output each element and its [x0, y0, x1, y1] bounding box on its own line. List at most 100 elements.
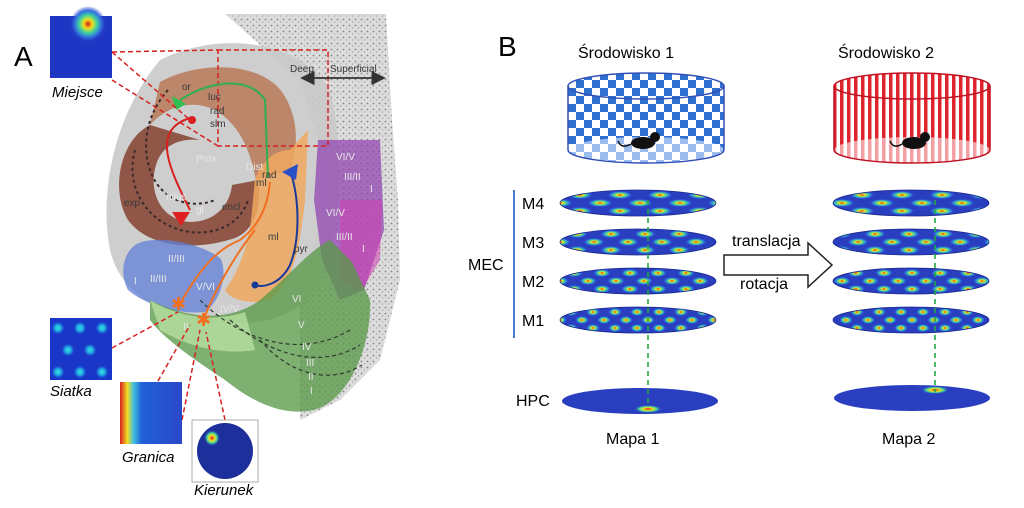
grid-field [1000, 230, 1022, 238]
label-rad2: rad [262, 170, 276, 181]
grid-field [600, 245, 622, 255]
grid-field [621, 268, 639, 278]
grid-field [727, 191, 753, 199]
grid-field [861, 276, 879, 286]
grid-field [647, 190, 673, 200]
grid-field [833, 198, 855, 208]
grid-field [593, 284, 611, 294]
label-iv-v: IV/V [220, 304, 239, 315]
grid-field [966, 229, 988, 239]
grid-field [706, 315, 716, 325]
label-prox: Prox [196, 154, 217, 165]
grid-field [727, 207, 753, 215]
grid-field [881, 237, 903, 247]
grid-field [618, 315, 634, 325]
environment-1-arena [567, 72, 725, 164]
label-pyr: pyr [294, 244, 309, 255]
grid-field [833, 284, 837, 294]
grid-field [560, 276, 569, 286]
env1-title: Środowisko 1 [578, 43, 674, 62]
label-iii-ii-1: III/II [344, 172, 361, 183]
grid-field [929, 190, 955, 200]
stellate-cell-icon-1: ✱ [171, 294, 186, 315]
grid-field [893, 307, 909, 317]
grid-field [729, 316, 743, 324]
label-i-4: I [310, 386, 313, 397]
grid-field [889, 206, 915, 216]
module-label-m4: M4 [522, 196, 544, 213]
grid-field [889, 190, 915, 200]
grid-field [1000, 246, 1022, 254]
grid-field [596, 315, 612, 325]
grid-field [833, 190, 835, 200]
environment-2-arena [833, 72, 991, 164]
grid-map-disc [559, 228, 717, 256]
grid-field [651, 307, 667, 317]
grid-field [574, 315, 590, 325]
grid-field [649, 284, 667, 294]
stellate-cell-icon-2: ✱ [196, 310, 211, 331]
medial-entorhinal-region [150, 240, 371, 412]
env1-grid-maps [559, 189, 754, 334]
label-iv: IV [302, 342, 312, 353]
grid-field [932, 229, 954, 239]
panel-a-letter: A [14, 41, 33, 72]
label-iii-ii-2: III/II [336, 232, 353, 243]
grid-field [945, 276, 963, 286]
label-rad: rad [210, 106, 224, 117]
label-ii: II [308, 372, 314, 383]
grid-field [931, 284, 949, 294]
grid-field [649, 268, 667, 278]
grid-field [875, 284, 893, 294]
grid-field [987, 284, 989, 294]
grid-field [989, 199, 1015, 207]
label-encl: encl [222, 202, 240, 213]
panel-b: B Środowisko 1 Środowisko 2 MEC [468, 31, 1024, 448]
module-label-m2: M2 [522, 274, 544, 291]
label-superficial: Superficial [330, 64, 377, 75]
grid-field [966, 245, 988, 255]
grid-field [621, 284, 639, 294]
grid-cell-inset: Siatka [50, 318, 112, 400]
grid-field [707, 198, 716, 208]
grid-field [983, 237, 989, 247]
grid-map-disc [806, 306, 990, 334]
grid-field [970, 315, 986, 325]
grid-field [847, 237, 869, 247]
grid-field [871, 323, 887, 333]
grid-field [1015, 285, 1024, 293]
grid-field [667, 198, 693, 208]
grid-field [607, 206, 633, 216]
grid-map-disc [559, 306, 754, 334]
grid-field [806, 324, 820, 332]
grid-field [635, 276, 653, 286]
module-label-m3: M3 [522, 235, 544, 252]
grid-field [627, 198, 653, 208]
grid-field [931, 268, 949, 278]
grid-map-disc [832, 267, 1024, 295]
orange-projection-2 [204, 229, 256, 317]
label-ii-iii-b: II/III [150, 274, 167, 285]
grid-field [718, 324, 732, 332]
grid-field [629, 307, 645, 317]
arrow-label-translacja: translacja [732, 233, 801, 250]
map-2-label: Mapa 2 [882, 431, 935, 448]
label-slm: slm [210, 119, 226, 130]
label-exp: exp [124, 198, 141, 209]
grid-field [833, 276, 851, 286]
grid-field [973, 276, 989, 286]
label-hilus: hilus [166, 192, 187, 203]
dg-band [131, 149, 249, 234]
subiculum-neuron-axon [254, 169, 299, 287]
hpc-map-2 [834, 385, 990, 411]
grid-field [651, 323, 667, 333]
dg-neuron-axon [165, 117, 191, 211]
grid-field [740, 308, 754, 316]
map-1-label: Mapa 1 [606, 431, 659, 448]
grid-field [617, 237, 639, 247]
grid-field [647, 206, 673, 216]
grid-field [789, 199, 815, 207]
mec-label: MEC [468, 257, 504, 274]
grid-field [1015, 269, 1024, 277]
